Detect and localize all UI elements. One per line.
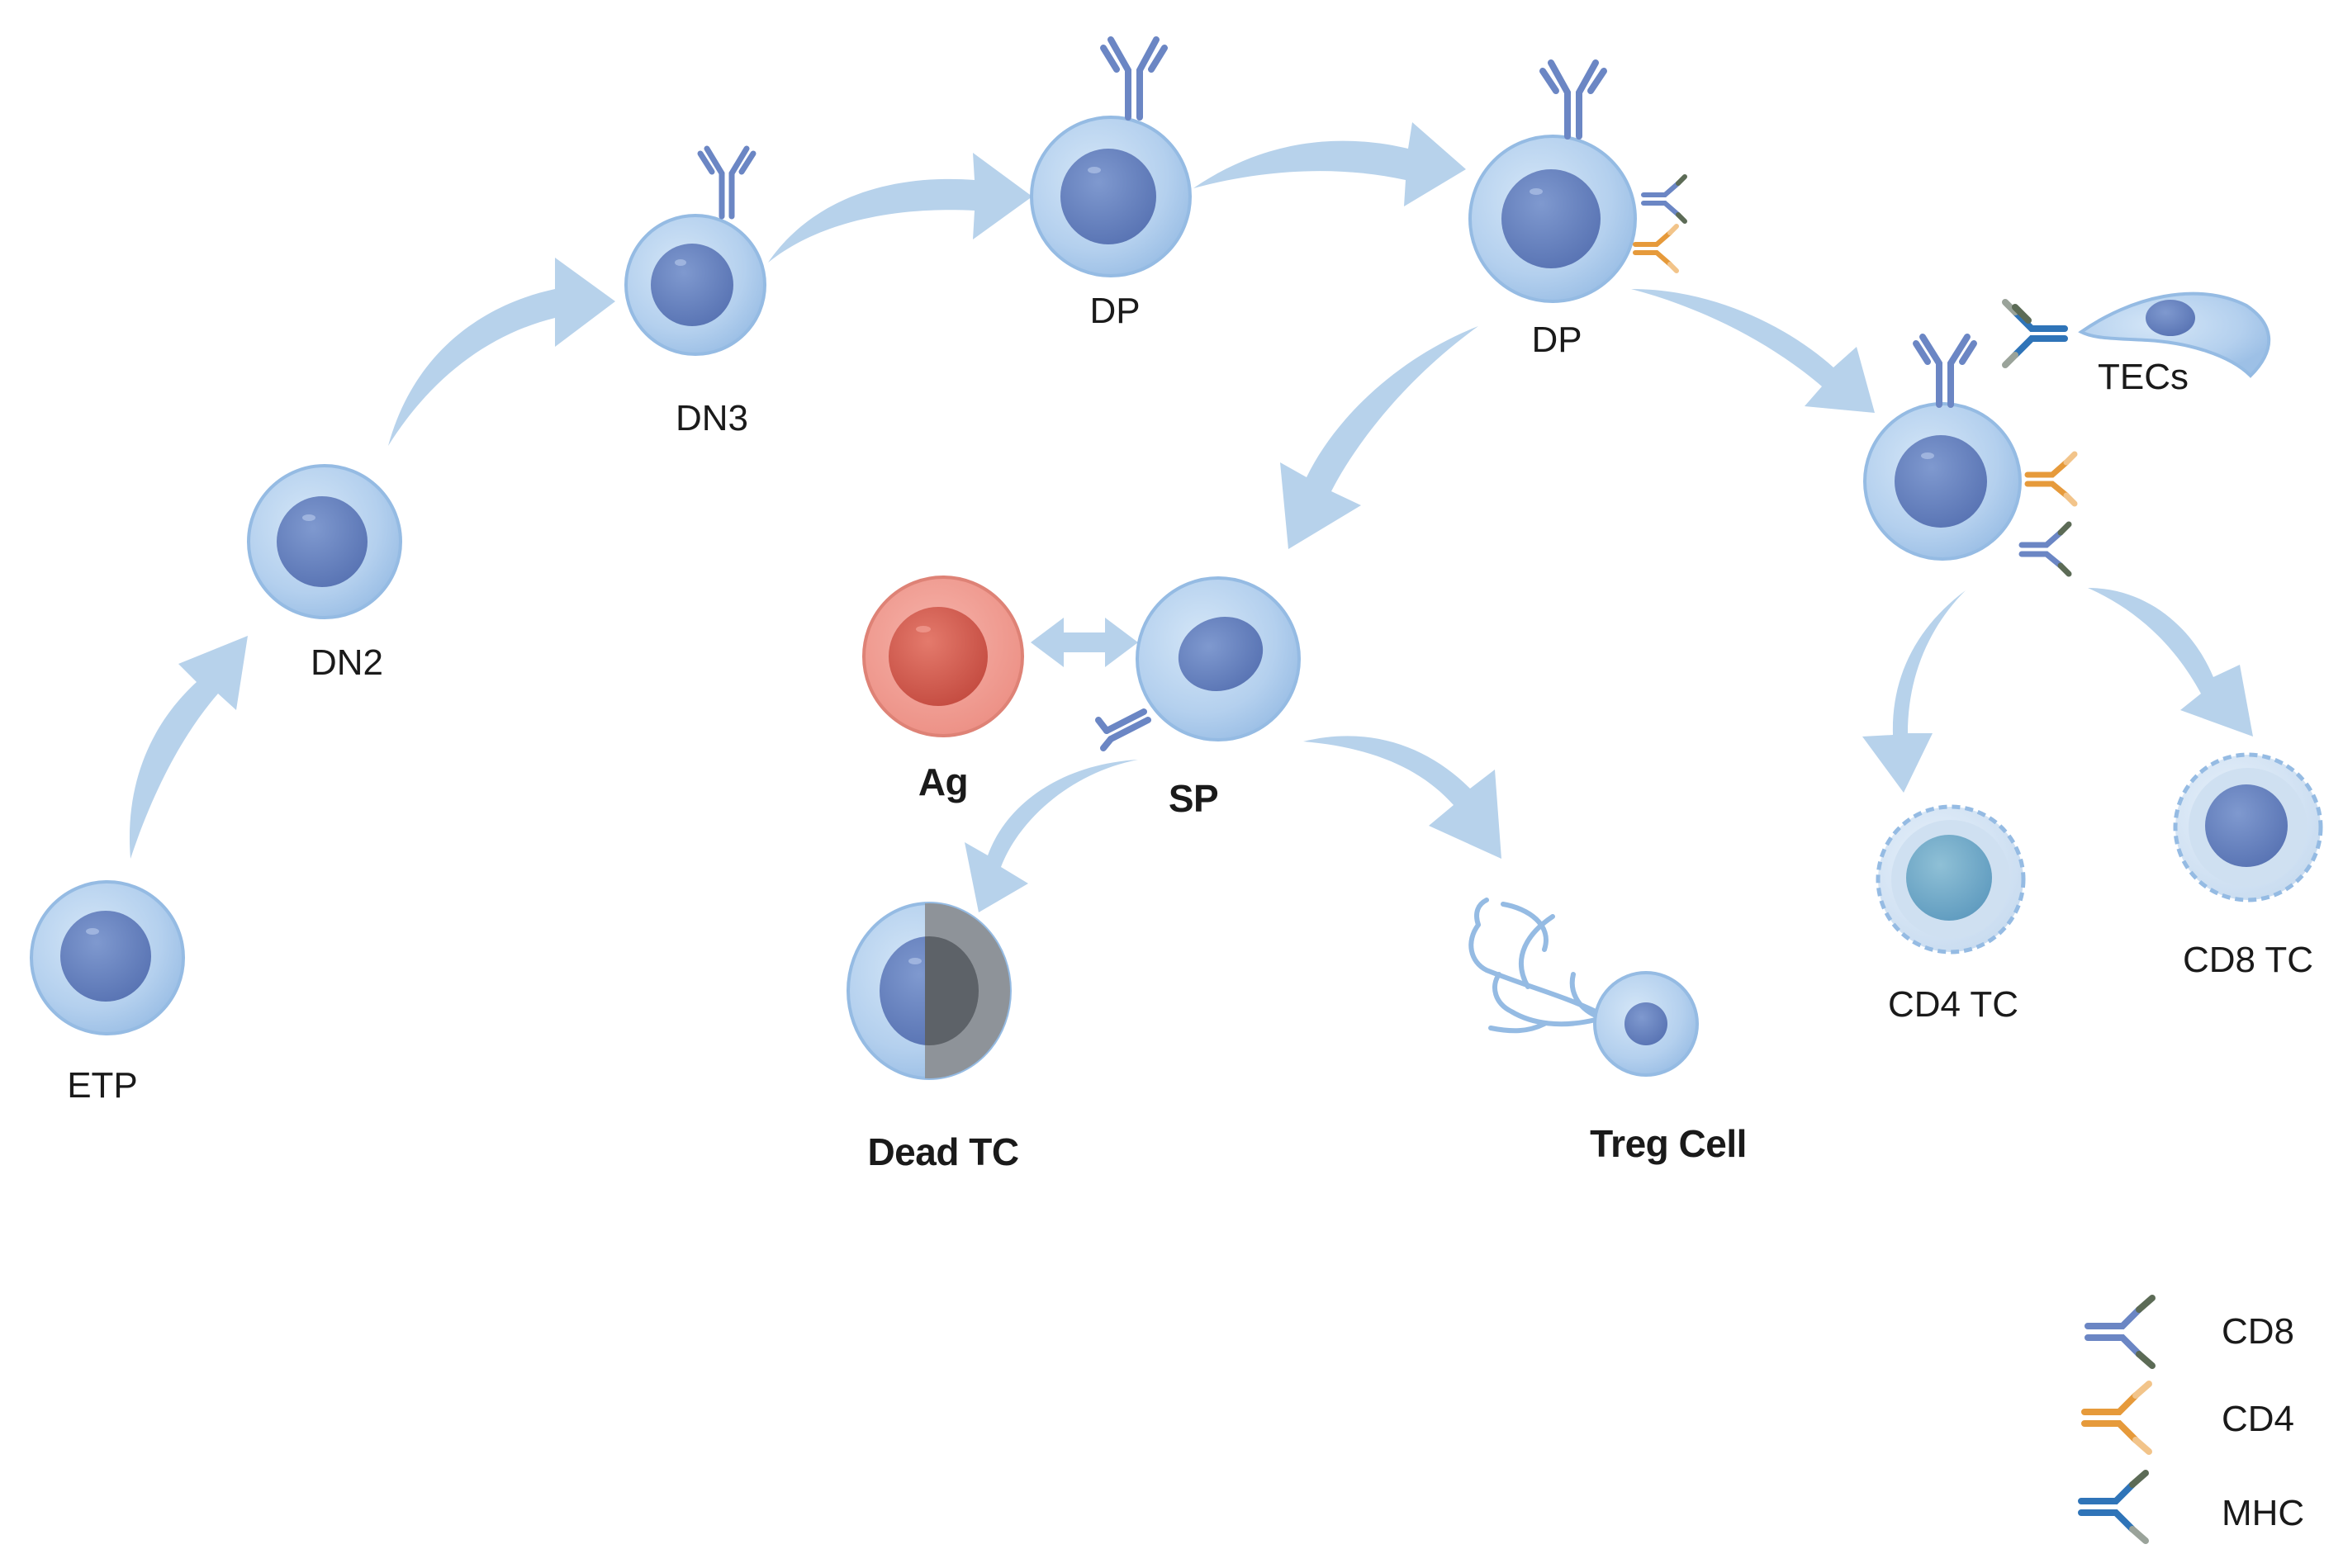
legend-cd8-icon — [2085, 1295, 2156, 1369]
cell-dn3 — [624, 145, 766, 356]
cd4-receptor-icon — [2024, 451, 2078, 507]
cd4-receptor-icon — [1633, 224, 1679, 273]
thymic-epithelial-cell — [2002, 291, 2271, 378]
label-dp-1: DP — [1089, 291, 1141, 331]
arrow-selection-to-cd8 — [2088, 588, 2253, 737]
mhc-receptor-icon — [2002, 299, 2068, 368]
treg-cell — [1468, 898, 1699, 1077]
label-tecs: TECs — [2098, 357, 2189, 397]
legend — [2078, 1295, 2156, 1544]
arrow-dp1-to-dp2 — [1193, 122, 1466, 206]
label-treg-cell: Treg Cell — [1590, 1122, 1747, 1165]
arrow-etp-to-dn2 — [129, 636, 248, 859]
cell-dp-1 — [1030, 36, 1192, 277]
label-cd4-tc: CD4 TC — [1887, 984, 2019, 1025]
label-ag: Ag — [918, 760, 969, 803]
dead-t-cell — [847, 902, 1012, 1080]
tcr-receptor-icon — [1100, 36, 1168, 121]
label-cd8-tc: CD8 TC — [2182, 940, 2314, 980]
arrow-sp-to-treg — [1303, 736, 1501, 859]
legend-label-cd8: CD8 — [2222, 1311, 2295, 1352]
tcr-receptor-icon — [1095, 708, 1151, 751]
label-sp: SP — [1168, 777, 1219, 820]
antigen-cell — [862, 576, 1024, 737]
cell-sp — [1095, 576, 1301, 751]
label-dn2: DN2 — [310, 642, 384, 683]
label-dp-2: DP — [1531, 320, 1582, 360]
cell-dp-2 — [1468, 59, 1687, 303]
arrow-dn3-to-dp1 — [768, 153, 1032, 263]
arrow-dp2-to-sp — [1280, 326, 1478, 549]
legend-label-mhc: MHC — [2222, 1493, 2305, 1533]
cell-selecting-dp — [1863, 334, 2078, 577]
tcr-receptor-icon — [1539, 59, 1607, 140]
arrow-sp-to-dead — [965, 760, 1138, 912]
label-dead-tc: Dead TC — [867, 1130, 1019, 1173]
legend-cd4-icon — [2081, 1381, 2152, 1455]
cell-dn2 — [247, 464, 402, 619]
arrows — [129, 122, 2253, 912]
legend-mhc-icon — [2078, 1470, 2149, 1544]
label-etp: ETP — [67, 1065, 138, 1106]
tcr-receptor-icon — [697, 145, 756, 220]
arrow-ag-sp-bidirectional — [1031, 618, 1138, 667]
cd4-t-cell — [1876, 804, 2026, 955]
legend-label-cd4: CD4 — [2222, 1399, 2295, 1439]
cd8-t-cell — [2173, 752, 2323, 902]
arrow-dp2-to-selection — [1631, 289, 1875, 413]
label-dn3: DN3 — [675, 398, 749, 438]
tcr-receptor-icon — [1913, 334, 1977, 408]
cd8-receptor-icon — [2018, 521, 2072, 577]
cell-etp — [30, 880, 185, 1035]
arrow-dn2-to-dn3 — [388, 258, 615, 446]
arrow-selection-to-cd4 — [1862, 590, 1966, 793]
cd8-receptor-icon — [1641, 174, 1687, 224]
